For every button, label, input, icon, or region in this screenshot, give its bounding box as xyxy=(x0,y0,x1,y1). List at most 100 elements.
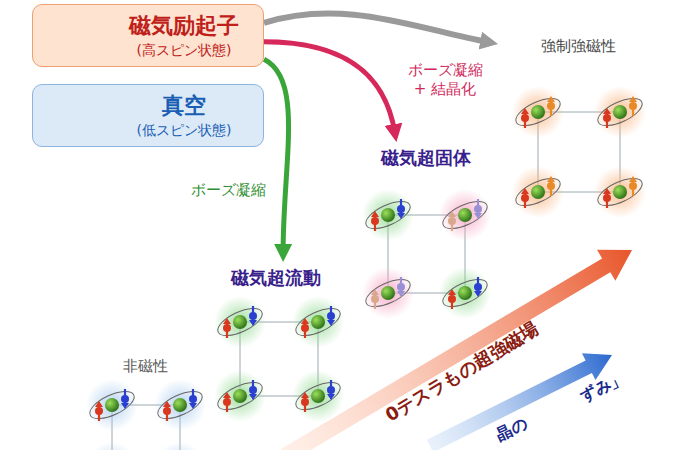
node-title: 真空 xyxy=(113,92,255,121)
orbit xyxy=(86,449,138,450)
atom-symbol xyxy=(439,267,491,319)
strain-note: ずみ」 xyxy=(577,368,629,407)
glow xyxy=(439,189,491,241)
spin-head xyxy=(397,213,405,219)
phase-group: 強制強磁性 xyxy=(498,32,658,232)
spin-head xyxy=(521,188,529,194)
glow xyxy=(439,267,491,319)
electron xyxy=(547,182,555,190)
state-box: 磁気励起子(高スピン状態) xyxy=(32,4,264,67)
atom-symbol xyxy=(86,442,138,450)
spin-head xyxy=(474,291,482,297)
orbit xyxy=(292,303,344,341)
electron xyxy=(301,324,309,332)
electron xyxy=(474,205,482,213)
nucleus xyxy=(531,105,545,119)
electron xyxy=(474,283,482,291)
glow xyxy=(362,267,414,319)
atom-symbol xyxy=(214,296,266,348)
nucleus xyxy=(381,208,395,222)
edge-label: ボーズ凝縮 + 結晶化 xyxy=(400,60,490,100)
orbit xyxy=(362,274,414,312)
atom-symbol xyxy=(439,189,491,241)
electron xyxy=(397,205,405,213)
nucleus xyxy=(458,208,472,222)
spin-head xyxy=(189,403,197,409)
glow xyxy=(86,442,138,450)
spin-head xyxy=(521,108,529,114)
spin-head xyxy=(547,96,555,102)
node-title: 磁気超固体 xyxy=(378,146,474,169)
atom-symbol xyxy=(594,166,646,218)
nucleus xyxy=(173,398,187,412)
atom-symbol xyxy=(362,189,414,241)
electron xyxy=(629,102,637,110)
spin-head xyxy=(603,108,611,114)
electron xyxy=(301,398,309,406)
flow-arrow xyxy=(264,13,488,42)
orbit xyxy=(439,274,491,312)
spin-head xyxy=(327,394,335,400)
electron xyxy=(521,194,529,202)
atom-symbol xyxy=(154,442,206,450)
node-title: 磁気超流動 xyxy=(228,266,324,289)
spin-head xyxy=(371,211,379,217)
orbit xyxy=(439,196,491,234)
atom-symbol xyxy=(292,370,344,422)
glow xyxy=(86,379,138,431)
orbit xyxy=(362,196,414,234)
electron xyxy=(603,194,611,202)
electron xyxy=(327,312,335,320)
edge-label: ボーズ凝縮 xyxy=(188,180,269,201)
nucleus xyxy=(233,315,247,329)
spin-head xyxy=(301,318,309,324)
electron xyxy=(249,312,257,320)
electron xyxy=(223,324,231,332)
orbit xyxy=(512,173,564,211)
atom-symbol xyxy=(86,379,138,431)
atom-symbol xyxy=(362,267,414,319)
orbit xyxy=(154,449,206,450)
field-arrow xyxy=(281,250,632,450)
spin-head xyxy=(397,291,405,297)
electron xyxy=(189,395,197,403)
electron xyxy=(163,407,171,415)
electron xyxy=(121,395,129,403)
spin-head xyxy=(474,213,482,219)
field-note: 0テスラもの超強磁場 xyxy=(381,317,543,427)
nucleus xyxy=(105,398,119,412)
electron xyxy=(448,217,456,225)
phase-group: 磁気超流動 xyxy=(205,262,347,450)
atom-symbol xyxy=(512,86,564,138)
glow xyxy=(154,379,206,431)
spin-head xyxy=(327,320,335,326)
spin-head xyxy=(223,318,231,324)
glow xyxy=(362,189,414,241)
orbit xyxy=(594,173,646,211)
node-title: 磁気励起子 xyxy=(113,12,255,41)
spin-head xyxy=(371,289,379,295)
electron xyxy=(521,114,529,122)
spin-head xyxy=(629,176,637,182)
nucleus xyxy=(613,105,627,119)
state-box: 真空(低スピン状態) xyxy=(32,84,264,147)
electron xyxy=(629,182,637,190)
spin-head xyxy=(95,401,103,407)
spin-head xyxy=(547,176,555,182)
electron xyxy=(547,102,555,110)
orbit xyxy=(214,377,266,415)
glow xyxy=(154,442,206,450)
orbit xyxy=(86,386,138,424)
node-title: 非磁性 xyxy=(120,357,171,377)
orbit xyxy=(594,93,646,131)
electron xyxy=(327,386,335,394)
spin-head xyxy=(249,394,257,400)
nucleus xyxy=(531,185,545,199)
flow-arrow xyxy=(264,59,289,252)
nucleus xyxy=(458,286,472,300)
strain-note: 晶の xyxy=(493,414,531,447)
orbit xyxy=(154,386,206,424)
node-subtitle: (低スピン状態) xyxy=(113,121,255,139)
